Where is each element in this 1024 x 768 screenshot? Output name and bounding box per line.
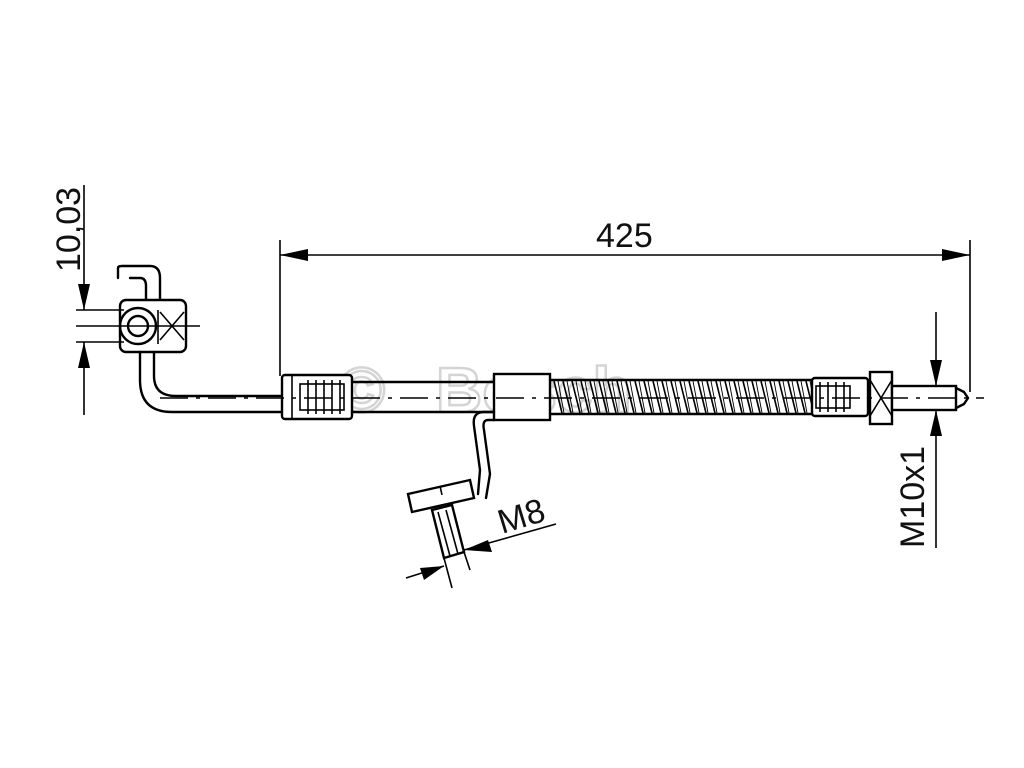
thickness-dimension: 10,03 bbox=[50, 185, 124, 415]
spiral-coil bbox=[584, 380, 592, 414]
spiral-coil bbox=[751, 380, 761, 414]
bolt-head bbox=[406, 478, 476, 514]
spiral-coil bbox=[593, 380, 601, 414]
length-arrow-left bbox=[280, 249, 308, 261]
spiral-coil bbox=[796, 380, 806, 414]
thickness-arrow-top bbox=[78, 284, 90, 310]
left-banjo-fitting bbox=[76, 264, 284, 414]
spiral-coil bbox=[769, 380, 779, 414]
outlet-thread-dimension: M10x1 bbox=[894, 312, 942, 548]
spiral-coil bbox=[598, 380, 608, 414]
spiral-coil bbox=[719, 380, 727, 414]
spiral-coil bbox=[755, 380, 763, 414]
spiral-coil bbox=[679, 380, 689, 414]
spiral-coil bbox=[688, 380, 698, 414]
outlet-arrow-top bbox=[930, 360, 942, 386]
spiral-coil bbox=[787, 380, 797, 414]
spiral-coil bbox=[557, 380, 565, 414]
spiral-coil bbox=[656, 380, 664, 414]
spiral-coil bbox=[647, 380, 655, 414]
spiral-coil bbox=[782, 380, 790, 414]
right-crimp-fitting bbox=[810, 376, 870, 418]
spiral-coil bbox=[571, 380, 581, 414]
spiral-coil bbox=[697, 380, 707, 414]
spiral-coil bbox=[652, 380, 662, 414]
bolt-thread-label: M8 bbox=[493, 492, 549, 542]
spiral-coil bbox=[683, 380, 691, 414]
spiral-coil bbox=[661, 380, 671, 414]
spiral-coil bbox=[715, 380, 725, 414]
spiral-coil bbox=[616, 380, 626, 414]
spiral-coil bbox=[791, 380, 799, 414]
spiral-coil bbox=[643, 380, 653, 414]
spiral-coil bbox=[773, 380, 781, 414]
bracket-arm-outer bbox=[472, 410, 496, 496]
spiral-coil bbox=[746, 380, 754, 414]
spiral-coil bbox=[589, 380, 599, 414]
thickness-arrow-bottom bbox=[78, 342, 90, 368]
spiral-coil bbox=[607, 380, 617, 414]
mounting-bracket bbox=[406, 410, 496, 560]
spiral-coil bbox=[620, 380, 628, 414]
spiral-coil bbox=[692, 380, 700, 414]
thickness-label: 10,03 bbox=[50, 187, 88, 272]
spiral-guard bbox=[548, 378, 817, 416]
spiral-coil bbox=[629, 380, 637, 414]
spiral-coil bbox=[701, 380, 709, 414]
bolt-arrow-right bbox=[464, 540, 492, 552]
banjo-stub-outer bbox=[116, 264, 162, 302]
spiral-coil bbox=[634, 380, 644, 414]
bolt-arrow-left bbox=[420, 566, 444, 580]
banjo-stub-inner bbox=[128, 276, 148, 302]
spiral-coil bbox=[670, 380, 680, 414]
spiral-coil bbox=[706, 380, 716, 414]
spiral-coil bbox=[742, 380, 752, 414]
length-label: 425 bbox=[596, 217, 653, 255]
outlet-arrow-bottom bbox=[930, 410, 942, 436]
spiral-coil bbox=[674, 380, 682, 414]
length-arrow-right bbox=[942, 249, 970, 261]
spiral-coil bbox=[625, 380, 635, 414]
spiral-coil bbox=[733, 380, 743, 414]
spiral-coil bbox=[638, 380, 646, 414]
bent-pipe-upper bbox=[152, 350, 284, 398]
spiral-coil bbox=[566, 380, 574, 414]
bracket-sleeve bbox=[492, 372, 552, 422]
spiral-coil bbox=[580, 380, 590, 414]
bent-pipe-lower bbox=[138, 350, 284, 414]
spiral-coil bbox=[728, 380, 736, 414]
spiral-coil bbox=[575, 380, 583, 414]
spiral-coil bbox=[553, 380, 563, 414]
outlet-thread-label: M10x1 bbox=[894, 446, 932, 548]
spiral-coil bbox=[611, 380, 619, 414]
bracket-arm-inner bbox=[482, 418, 496, 500]
spiral-coil bbox=[562, 380, 572, 414]
spiral-coil bbox=[737, 380, 745, 414]
spiral-coil bbox=[760, 380, 770, 414]
hose-assembly bbox=[160, 370, 984, 426]
spiral-coil bbox=[710, 380, 718, 414]
spiral-coil bbox=[800, 380, 808, 414]
spiral-coil bbox=[665, 380, 673, 414]
length-dimension: 425 bbox=[279, 217, 971, 392]
spiral-coil bbox=[764, 380, 772, 414]
spiral-coil bbox=[724, 380, 734, 414]
bosch-watermark: © Bosch bbox=[337, 353, 633, 428]
spiral-coil bbox=[602, 380, 610, 414]
spiral-coil bbox=[778, 380, 788, 414]
